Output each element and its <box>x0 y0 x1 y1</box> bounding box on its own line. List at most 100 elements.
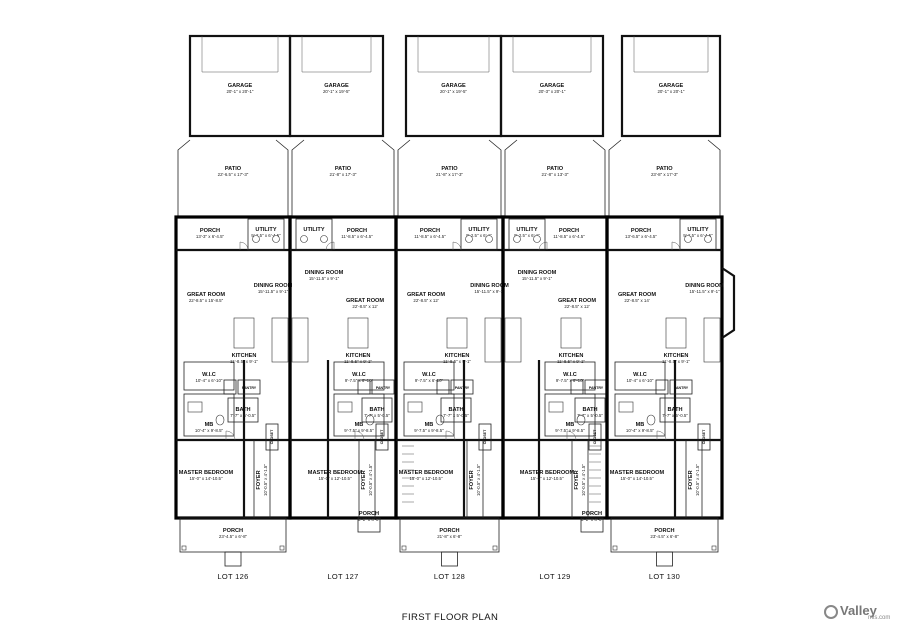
rear-porch-dim: 13'-6.5" x 6'-4.5" <box>625 234 657 239</box>
door-swing <box>445 430 456 441</box>
lot-label: LOT 127 <box>327 572 358 581</box>
garage-label: GARAGE <box>228 83 253 89</box>
patio-edge <box>177 139 289 218</box>
utility-room <box>508 218 546 251</box>
garage-walls <box>620 34 722 138</box>
mb-vanity <box>618 401 634 413</box>
rear-porch-dim: 11'-8.5" x 6'-4.5" <box>341 234 373 239</box>
wic-room <box>614 361 666 391</box>
kitchen-label: KITCHEN <box>232 353 257 359</box>
master-bedroom-dim: 15'-0" x 14'-10.5" <box>189 476 223 481</box>
bath-label: BATH <box>667 407 682 413</box>
rear-porch-dim: 11'-8.5" x 6'-4.5" <box>414 234 446 239</box>
bath-dim: 7'-7" x 5'-0.5" <box>577 413 603 418</box>
hall-bath <box>227 397 259 423</box>
rear-porch-label: PORCH <box>631 228 651 234</box>
front-porch-label: PORCH <box>582 511 602 517</box>
utility-room <box>460 218 498 251</box>
dryer-icon <box>320 235 328 243</box>
great-room-dim: 22'-8.5" x 12' <box>413 298 438 303</box>
mb-toilet-icon <box>576 414 586 426</box>
closet-label: CLOSET <box>380 429 384 444</box>
porch-column <box>711 545 717 551</box>
rear-porch-dim: 13'-3" x 6'-4.5" <box>196 234 225 239</box>
master-bedroom-dim: 15'-0" x 14'-10.5" <box>620 476 654 481</box>
fridge-slot <box>655 379 669 395</box>
foyer-label: FOYER <box>688 470 694 489</box>
utility-dim: 9'-2.5" x 6'-4.5" <box>683 233 713 238</box>
great-room-label: GREAT ROOM <box>558 298 596 304</box>
patio-dim: 22'-6.5" x 17'-3" <box>218 172 249 177</box>
wic-room <box>333 361 385 391</box>
master-bedroom-label: MASTER BEDROOM <box>179 470 234 476</box>
pantry-label: PANTRY <box>455 386 470 390</box>
mb-vanity <box>187 401 203 413</box>
garage-label: GARAGE <box>540 83 565 89</box>
door-swing <box>452 241 462 251</box>
closet-label: CLOSET <box>270 429 274 444</box>
closet-room <box>697 423 711 451</box>
foyer-dim: 10'-0.5" x 4'-1.5" <box>368 464 373 496</box>
mb-dim: 9'-7.5" x 9'-8.5" <box>344 428 374 433</box>
bath-label: BATH <box>369 407 384 413</box>
utility-room <box>679 218 717 251</box>
master-bedroom-label: MASTER BEDROOM <box>610 470 665 476</box>
patio-dim: 21'-8" x 17'-3" <box>436 172 463 177</box>
lot-label: LOT 128 <box>434 572 465 581</box>
bay-window <box>721 267 736 339</box>
great-room-dim: 22'-8.5" x 14' <box>624 298 649 303</box>
mb-toilet-icon <box>215 414 225 426</box>
door-swing <box>354 430 365 441</box>
master-bedroom-dim: 15'-0" x 12'-10.5" <box>530 476 564 481</box>
wic-label: W.I.C <box>202 372 216 378</box>
master-bath <box>403 393 455 437</box>
fridge-slot <box>436 379 450 395</box>
rear-porch-label: PORCH <box>347 228 367 234</box>
fridge-slot <box>570 379 584 395</box>
front-porch-dim: 23'-4.5" x 6'-8" <box>219 534 248 539</box>
rear-porch-label: PORCH <box>420 228 440 234</box>
patio-edge <box>291 139 395 218</box>
mb-label: MB <box>205 422 214 428</box>
kitchen-island <box>560 317 582 349</box>
mb-label: MB <box>636 422 645 428</box>
patio-dim: 23'-8" x 17'-3" <box>651 172 678 177</box>
utility-label: UTILITY <box>687 227 708 233</box>
utility-label: UTILITY <box>303 227 324 233</box>
rear-porch-label: PORCH <box>559 228 579 234</box>
mb-vanity <box>337 401 353 413</box>
dining-room-label: DINING ROOM <box>254 283 293 289</box>
bath-label: BATH <box>448 407 463 413</box>
kitchen-island <box>446 317 468 349</box>
wic-label: W.I.C <box>422 372 436 378</box>
porch-column <box>279 545 285 551</box>
foyer-label: FOYER <box>361 470 367 489</box>
patio-dim: 21'-8" x 17'-3" <box>329 172 356 177</box>
garage-walls <box>499 34 605 138</box>
washer-icon <box>300 235 308 243</box>
garage-walls <box>288 34 385 138</box>
pantry-label: PANTRY <box>674 386 689 390</box>
door-swing <box>566 430 577 441</box>
valley-logo-icon <box>824 605 838 619</box>
wic-label: W.I.C <box>633 372 647 378</box>
utility-label: UTILITY <box>468 227 489 233</box>
great-room-label: GREAT ROOM <box>407 292 445 298</box>
front-porch-label: PORCH <box>654 528 674 534</box>
utility-room <box>247 218 285 251</box>
kitchen-label: KITCHEN <box>664 353 689 359</box>
great-room-dim: 22'-8.5" x 12' <box>564 304 589 309</box>
rear-porch-dim: 11'-8.5" x 6'-4.5" <box>553 234 585 239</box>
closet-room <box>375 423 389 451</box>
pantry-room <box>450 379 474 395</box>
dining-room-label: DINING ROOM <box>685 283 724 289</box>
